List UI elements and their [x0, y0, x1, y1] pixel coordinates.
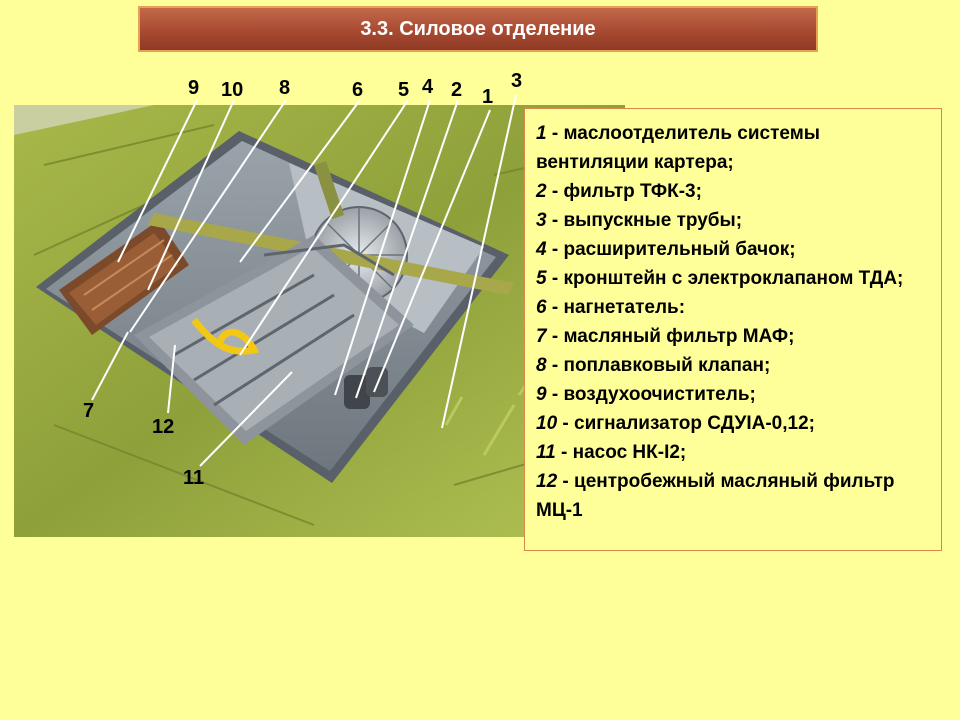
callout-9: 9 — [188, 77, 200, 99]
legend-item-10: 10 - сигнализатор СДУIA-0,12; — [536, 413, 815, 434]
legend-item-3: 3 - выпускные трубы; — [536, 210, 743, 231]
slide-title: 3.3. Силовое отделение — [138, 6, 818, 52]
legend-item-5: 5 - кронштейн с электроклапаном ТДА; — [536, 268, 904, 289]
callout-3: 3 — [511, 70, 523, 92]
callout-5: 5 — [398, 79, 410, 101]
callout-1: 1 — [482, 86, 494, 108]
legend-item-2: 2 - фильтр ТФК-3; — [536, 181, 702, 202]
slide-title-text: 3.3. Силовое отделение — [360, 17, 596, 40]
callout-10: 10 — [221, 79, 244, 101]
legend-item-8: 8 - поплавковый клапан; — [536, 355, 771, 376]
legend-item-1: 1 - маслоотделитель системы вентиляции к… — [536, 123, 821, 173]
legend-item-11: 11 - насос НК-I2; — [536, 442, 687, 463]
callout-12: 12 — [152, 416, 175, 438]
callout-6: 6 — [352, 79, 364, 101]
callout-7: 7 — [83, 400, 95, 422]
legend-item-6: 6 - нагнетатель: — [536, 297, 686, 318]
legend-item-7: 7 - масляный фильтр МАФ; — [536, 326, 795, 347]
callout-2: 2 — [451, 79, 463, 101]
callout-8: 8 — [279, 77, 291, 99]
callout-11: 11 — [183, 467, 205, 489]
parts-legend: 1 - маслоотделитель системы вентиляции к… — [524, 108, 942, 551]
callout-4: 4 — [422, 76, 434, 98]
legend-item-12: 12 - центробежный масляный фильтр МЦ-1 — [536, 471, 895, 521]
legend-item-4: 4 - расширительный бачок; — [536, 239, 796, 260]
legend-item-9: 9 - воздухоочиститель; — [536, 384, 756, 405]
